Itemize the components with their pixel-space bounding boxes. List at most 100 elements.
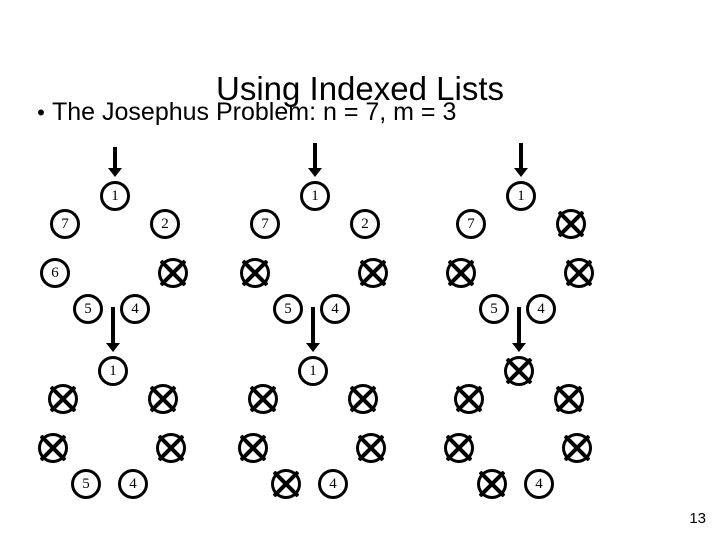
page-title: Using Indexed Lists [216, 70, 504, 108]
cross-out-icon [550, 380, 588, 418]
cross-out-icon [442, 254, 480, 292]
person-number-label: 7 [61, 216, 69, 232]
person-node-eliminated-6: 6 [446, 258, 476, 288]
josephus-ring-step-2: 1 2 3 4 56 7 [165, 143, 388, 340]
circle-icon [50, 209, 80, 239]
circle-icon [73, 294, 103, 324]
person-number-label: 5 [284, 301, 292, 317]
person-node-5: 5 [273, 294, 303, 324]
down-arrow-icon [306, 307, 320, 352]
person-node-eliminated-3: 3 [562, 433, 592, 463]
person-node-eliminated-7: 7 [454, 384, 484, 414]
person-node-eliminated-2: 2 [348, 384, 378, 414]
person-number-label: 2 [361, 216, 369, 232]
circle-icon [554, 384, 584, 414]
circle-icon [318, 469, 348, 499]
cross-out-icon [236, 254, 274, 292]
person-node-eliminated-3: 3 [156, 433, 186, 463]
circle-icon [456, 209, 486, 239]
person-number-label: 2 [161, 216, 169, 232]
down-arrow-icon [514, 143, 528, 177]
person-node-7: 7 [250, 209, 280, 239]
circle-icon [446, 258, 476, 288]
person-node-eliminated-7: 7 [48, 384, 78, 414]
circle-icon [356, 433, 386, 463]
circle-icon [477, 469, 507, 499]
arrow-shaft [311, 307, 315, 344]
circle-icon [298, 356, 328, 386]
circle-icon [118, 469, 148, 499]
arrow-shaft [519, 143, 523, 169]
arrow-head [108, 168, 122, 177]
person-node-4: 4 [118, 469, 148, 499]
person-number-label: 4 [129, 476, 137, 492]
person-number-label: 5 [84, 301, 92, 317]
circle-icon [358, 258, 388, 288]
circle-icon [250, 209, 280, 239]
circle-icon [40, 258, 70, 288]
person-number-label: 4 [329, 476, 337, 492]
arrow-shaft [313, 143, 317, 169]
circle-icon [454, 384, 484, 414]
circle-icon [350, 209, 380, 239]
arrow-shaft [111, 307, 115, 344]
person-node-eliminated-2: 2 [554, 384, 584, 414]
circle-icon [300, 181, 330, 211]
person-node-eliminated-5: 5 [477, 469, 507, 499]
person-node-eliminated-2: 2 [148, 384, 178, 414]
circle-icon [273, 294, 303, 324]
person-node-2: 2 [350, 209, 380, 239]
person-node-eliminated-3: 3 [158, 258, 188, 288]
arrow-head [308, 168, 322, 177]
person-node-2: 2 [150, 209, 180, 239]
circle-icon [562, 433, 592, 463]
bullet-marker: • [37, 100, 45, 125]
arrow-shaft [517, 307, 521, 344]
arrow-head [306, 343, 320, 352]
person-node-7: 7 [456, 209, 486, 239]
cross-out-icon [560, 254, 598, 292]
person-node-5: 5 [479, 294, 509, 324]
circle-icon [479, 294, 509, 324]
person-node-eliminated-5: 5 [271, 469, 301, 499]
page-number: 13 [689, 510, 706, 527]
circle-icon [271, 469, 301, 499]
person-number-label: 1 [517, 188, 525, 204]
bullet-label: The Josephus Problem: n = 7, m = 3 [52, 98, 457, 126]
bullet-line: • The Josephus Problem: n = 7, m = 3 [30, 97, 690, 128]
cross-out-icon [44, 380, 82, 418]
circle-icon [150, 209, 180, 239]
person-node-eliminated-2: 2 [556, 209, 586, 239]
person-node-5: 5 [73, 294, 103, 324]
person-number-label: 1 [109, 363, 117, 379]
person-number-label: 5 [82, 476, 90, 492]
circle-icon [506, 181, 536, 211]
josephus-ring-step-6: 1234567 [369, 307, 592, 515]
person-node-eliminated-6: 6 [38, 433, 68, 463]
person-node-eliminated-6: 6 [240, 258, 270, 288]
circle-icon [71, 469, 101, 499]
circle-icon [120, 294, 150, 324]
person-number-label: 5 [490, 301, 498, 317]
person-node-4: 4 [320, 294, 350, 324]
josephus-ring-step-5: 1234567 [163, 307, 386, 515]
down-arrow-icon [106, 307, 120, 352]
person-node-4: 4 [524, 469, 554, 499]
person-number-label: 4 [331, 301, 339, 317]
cross-out-icon [244, 380, 282, 418]
person-node-4: 4 [318, 469, 348, 499]
person-node-1: 1 [298, 356, 328, 386]
circle-icon [240, 258, 270, 288]
circle-icon [100, 181, 130, 211]
person-node-1: 1 [300, 181, 330, 211]
circle-icon [444, 433, 474, 463]
person-node-eliminated-3: 3 [358, 258, 388, 288]
cross-out-icon [500, 352, 538, 390]
person-node-eliminated-3: 3 [564, 258, 594, 288]
circle-icon [564, 258, 594, 288]
person-node-eliminated-6: 6 [238, 433, 268, 463]
down-arrow-icon [108, 147, 122, 177]
down-arrow-icon [512, 307, 526, 352]
circle-icon [320, 294, 350, 324]
